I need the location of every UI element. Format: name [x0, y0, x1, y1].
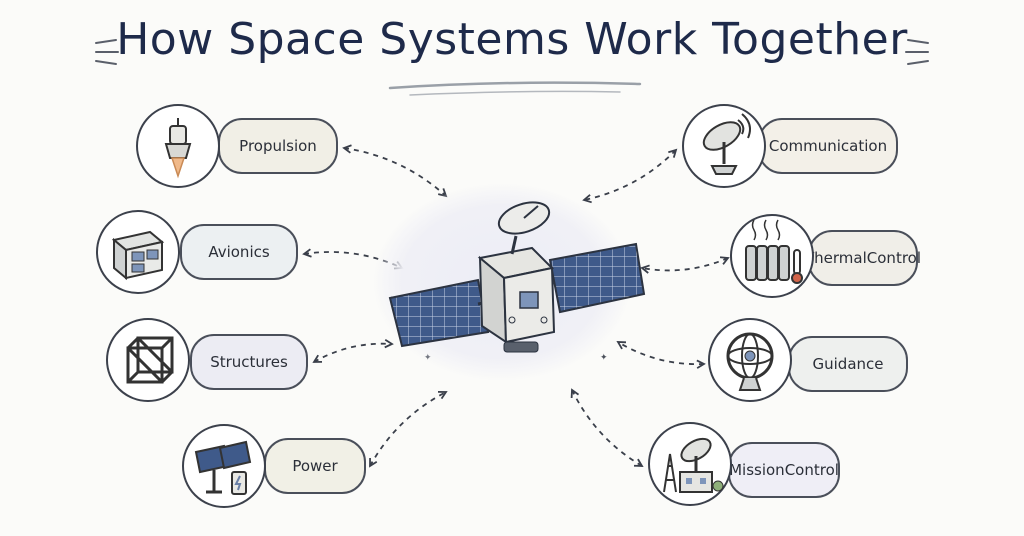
arrowhead-icon — [384, 338, 394, 349]
arrowhead-icon — [582, 194, 592, 204]
subsystem-label-communication: Communication — [758, 118, 898, 174]
arrowhead-icon — [668, 148, 678, 158]
arrowhead-icon — [616, 341, 627, 350]
radiator-thermometer-icon — [730, 214, 814, 298]
arrowhead-icon — [633, 458, 644, 467]
arrowhead-icon — [696, 359, 706, 369]
connector-structures — [313, 342, 393, 363]
arrowhead-icon — [640, 264, 650, 274]
subsystem-label-power: Power — [264, 438, 366, 494]
arrowhead-icon — [719, 256, 730, 265]
connector-power — [369, 391, 447, 467]
connector-guidance — [617, 341, 705, 366]
connector-mission — [571, 389, 643, 467]
rocket-engine-icon — [136, 104, 220, 188]
connector-thermal — [641, 257, 729, 272]
arrowhead-icon — [437, 390, 448, 400]
solar-panel-battery-icon — [182, 424, 266, 508]
subsystem-label-structures: Structures — [190, 334, 308, 390]
svg-text:✦: ✦ — [600, 353, 608, 363]
gyroscope-icon — [708, 318, 792, 402]
avionics-box-icon — [96, 210, 180, 294]
arrowhead-icon — [570, 388, 580, 399]
arrowhead-icon — [312, 354, 323, 363]
arrowhead-icon — [342, 144, 352, 154]
ground-station-icon — [648, 422, 732, 506]
arrowhead-icon — [369, 457, 378, 468]
diagram-title: How Space Systems Work Together — [116, 14, 908, 65]
dish-antenna-icon — [682, 104, 766, 188]
connector-communication — [583, 149, 677, 201]
truss-frame-icon — [106, 318, 190, 402]
subsystem-label-propulsion: Propulsion — [218, 118, 338, 174]
arrowhead-icon — [302, 248, 312, 258]
connector-avionics — [303, 251, 403, 269]
subsystem-label-avionics: Avionics — [180, 224, 298, 280]
connector-propulsion — [343, 147, 447, 197]
satellite-icon — [388, 201, 646, 353]
subsystem-label-guidance: Guidance — [788, 336, 908, 392]
